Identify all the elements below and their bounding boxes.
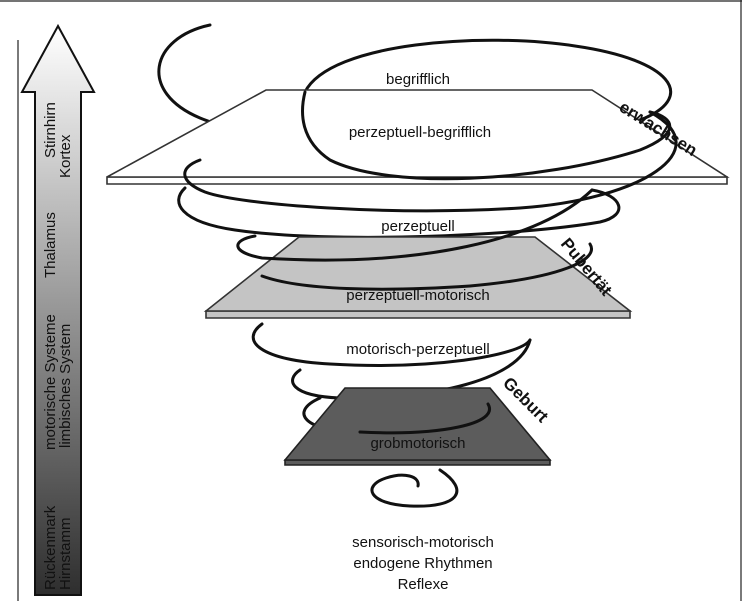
label-perzeptuell-begrifflich: perzeptuell-begrifflich xyxy=(349,124,491,141)
label-motorisch-perzeptuell: motorisch-perzeptuell xyxy=(346,341,489,358)
arrow-text-right-column: Rückenmark motorische Systeme Thalamus S… xyxy=(42,102,59,590)
spiral-upper-middle-front xyxy=(183,110,678,213)
plane-adult xyxy=(106,89,730,178)
spiral-top-front xyxy=(301,90,672,181)
plane-puberty-flat xyxy=(205,310,631,319)
spiral-bottom-front xyxy=(358,402,491,435)
spiral-middle-front xyxy=(236,188,594,262)
plane-puberty xyxy=(203,236,633,312)
plane-birth xyxy=(283,387,552,461)
label-perzeptuell-motorisch: perzeptuell-motorisch xyxy=(346,287,489,304)
spiral-base-loop xyxy=(370,468,459,508)
arrow-text-left-column: Hirnstamm limbisches System Kortex xyxy=(57,134,74,590)
arrow-label-rueckenmark: Rückenmark xyxy=(42,505,59,590)
spiral-lower-middle-back xyxy=(251,322,532,367)
arrow-label-kortex: Kortex xyxy=(57,134,74,178)
arrow-label-stirnhirn: Stirnhirn xyxy=(42,102,59,158)
label-perzeptuell: perzeptuell xyxy=(381,218,454,235)
label-endogene-rhythmen: endogene Rhythmen xyxy=(353,555,492,572)
brain-development-arrow xyxy=(20,23,96,596)
arrow-label-limbisches-system: limbisches System xyxy=(57,324,74,448)
label-begrifflich: begrifflich xyxy=(386,71,450,88)
arrow-label-hirnstamm: Hirnstamm xyxy=(57,517,74,590)
spiral-middle-loop xyxy=(260,242,593,291)
label-sensorisch-motorisch: sensorisch-motorisch xyxy=(352,534,494,551)
label-reflexe: Reflexe xyxy=(398,576,449,593)
label-grobmotorisch: grobmotorisch xyxy=(370,435,465,452)
arrow-label-motorische-systeme: motorische Systeme xyxy=(42,314,59,450)
arrow-label-thalamus: Thalamus xyxy=(42,212,59,278)
